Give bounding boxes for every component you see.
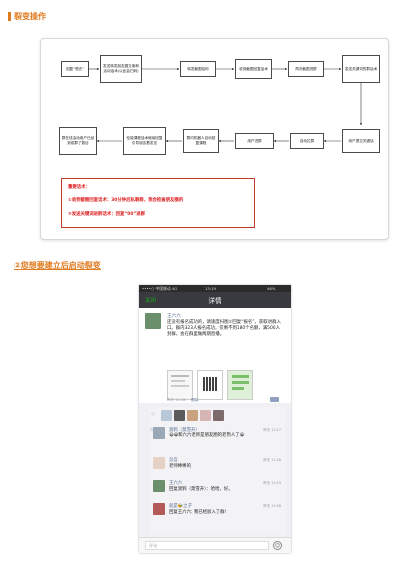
section-title-launch: ②您想要建立后启动裂变	[14, 261, 101, 270]
nav-bar: 关闭 详情	[139, 292, 291, 308]
battery-text: 46%	[267, 286, 276, 291]
avatar[interactable]	[187, 410, 198, 421]
flow-step-8: 自动拉群	[290, 133, 324, 149]
comment-author[interactable]: 渡鸦（莫雪开）	[169, 428, 200, 433]
flow-arrows	[89, 67, 363, 143]
comment-author[interactable]: 吾吾	[169, 458, 178, 463]
post-image-3[interactable]	[227, 370, 253, 400]
status-bar: ••••○ 中国移动 4G 13:19 46%	[139, 285, 291, 292]
flow-step-3: 转发截图给你	[180, 61, 216, 77]
more-options-icon[interactable]	[270, 397, 279, 402]
avatar[interactable]	[153, 427, 165, 439]
comment-icon: ▭	[150, 427, 155, 433]
section-title-fission: 裂变操作	[14, 12, 46, 21]
section-marker	[8, 12, 11, 21]
flow-step-9: 用户进群	[235, 133, 274, 149]
post-text: 还没有报名成功的，请速度扫图②回复“报名”，获取进群入口。群内323人报名成功，…	[167, 320, 281, 338]
flow-step-10: 群内机器人自动回复课程	[183, 129, 219, 153]
post-author[interactable]: 王六六	[167, 314, 181, 319]
flow-step-4: 收到截图回复话术	[235, 59, 272, 79]
post-image-qrcode[interactable]	[197, 370, 223, 400]
flow-step-5: 再次截图进群	[288, 61, 324, 77]
phone-screenshot: ••••○ 中国移动 4G 13:19 46% 关闭 详情 王六六 还没有报名成…	[139, 285, 291, 553]
avatar[interactable]	[153, 480, 165, 492]
post-image-1[interactable]	[167, 370, 193, 400]
flow-step-11: 伦能课程话术继续回复引导朋友看发言	[123, 127, 166, 155]
likes-list: ♡	[149, 407, 285, 425]
avatar[interactable]	[145, 313, 161, 329]
comment-time: 昨天 11:28	[263, 458, 281, 462]
comment-time: 昨天 11:58	[263, 504, 281, 508]
comment-item[interactable]: 就是🐝之子 昨天 11:58 回复王六六: 我已经加入了群!	[149, 501, 285, 525]
avatar[interactable]	[153, 503, 165, 515]
clock-text: 13:19	[205, 286, 216, 291]
heart-icon: ♡	[151, 412, 156, 418]
flow-step-7: 用户提交关键话	[342, 129, 380, 153]
key-scripts-title: 重要话术：	[68, 185, 90, 190]
flowchart-card: 回复“想去” 发送转发朋友圈文案和活动话术(以此会扫码) 转发截图给你 收到截图…	[40, 38, 389, 240]
carrier-text: ••••○ 中国移动 4G	[142, 286, 178, 291]
avatar[interactable]	[200, 410, 211, 421]
key-scripts-box: 重要话术： ①收到截图回复话术：30分钟后私聊群，我会检查朋友圈的 ②发送关键词…	[61, 178, 255, 228]
comment-time: 昨天 11:27	[263, 428, 281, 432]
comment-item[interactable]: 王六六 昨天 11:53 回复渡鸦（莫雪开）：哈哈，好。	[149, 478, 285, 502]
post-time: 昨天 11:28	[167, 398, 186, 402]
moment-post: 王六六 还没有报名成功的，请速度扫图②回复“报名”，获取进群入口。群内323人报…	[139, 308, 291, 403]
key-script-1: ①收到截图回复话术：30分钟后私聊群，我会检查朋友圈的	[68, 198, 184, 203]
avatar[interactable]	[153, 457, 165, 469]
delete-link[interactable]: 删除	[191, 398, 199, 402]
comments-list: ▭ 渡鸦（莫雪开） 昨天 11:27 😀😀和六六老师是朋友圈的老熟人了😀 吾吾 …	[149, 425, 285, 535]
comment-item[interactable]: 渡鸦（莫雪开） 昨天 11:27 😀😀和六六老师是朋友圈的老熟人了😀	[149, 425, 285, 453]
avatar[interactable]	[174, 410, 185, 421]
avatar[interactable]	[161, 410, 172, 421]
avatar[interactable]	[213, 410, 224, 421]
nav-title: 详情	[208, 297, 222, 305]
close-button[interactable]: 关闭	[145, 298, 157, 304]
comment-author[interactable]: 就是🐝之子	[169, 504, 193, 509]
flow-step-12: 群在线活动用户已经到成群了数目	[59, 127, 97, 155]
comment-text: 回复渡鸦（莫雪开）：哈哈，好。	[169, 487, 233, 492]
flow-step-6: 发送关键词的群话术	[342, 55, 380, 83]
flow-step-2: 发送转发朋友圈文案和活动话术(以此会扫码)	[100, 55, 142, 83]
comment-time: 昨天 11:53	[263, 481, 281, 485]
comment-text: 老师棒棒的	[169, 464, 191, 469]
comment-input-bar: 评论 ☺	[139, 537, 291, 553]
comment-item[interactable]: 吾吾 昨天 11:28 老师棒棒的	[149, 455, 285, 479]
key-script-2: ②发送关键词进群话术：回复“00”进群	[68, 212, 146, 217]
comment-author[interactable]: 王六六	[169, 481, 183, 486]
flow-step-1: 回复“想去”	[61, 61, 89, 77]
comment-text: 😀😀和六六老师是朋友圈的老熟人了😀	[169, 433, 245, 438]
emoji-icon[interactable]: ☺	[273, 541, 282, 550]
comment-text: 回复王六六: 我已经加入了群!	[169, 510, 227, 515]
comment-input[interactable]: 评论	[145, 541, 269, 550]
